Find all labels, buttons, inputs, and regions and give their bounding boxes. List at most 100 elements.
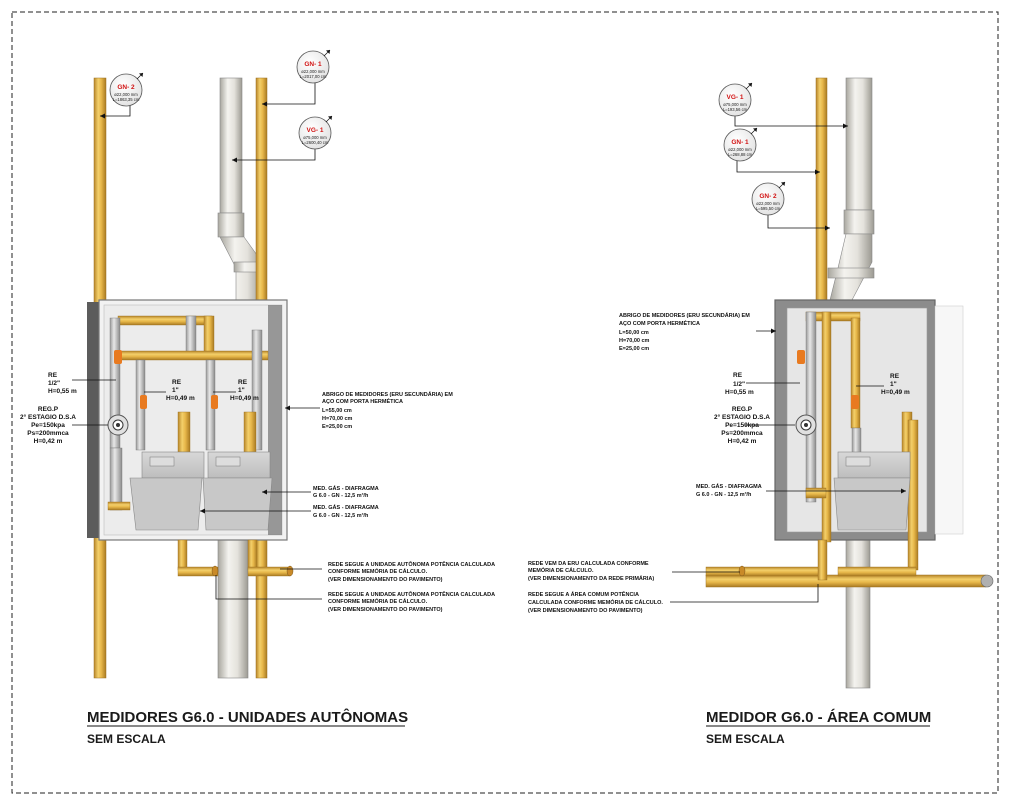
left-med1-l1: MED. GÁS - DIAFRAGMA <box>313 485 379 492</box>
left-re-mid-l3: H=0,49 m <box>166 395 195 402</box>
left-tag-vg1: VG- 1 ø75,000 mm L=2600,40 cm <box>298 115 333 150</box>
right-note-rede-segue: REDE SEGUE A ÁREA COMUM POTÊNCIA CALCULA… <box>528 590 663 614</box>
left-tag-gn2-code: GN- 2 <box>117 84 135 91</box>
left-re-mid-l2: 1" <box>172 387 179 394</box>
left-rede1-l3: (VER DIMENSIONAMENTO DO PAVIMENTO) <box>328 577 443 583</box>
left-re-mid-l1: RE <box>172 379 182 386</box>
left-note-med1: MED. GÁS - DIAFRAGMA G 6.0 - GN - 12,5 m… <box>313 485 379 499</box>
right-note-regp: REG.P 2° ESTAGIO D.S.A Pe=150kpa Ps=200m… <box>714 406 770 445</box>
right-tag-vg1-len: L=193,56 cm <box>723 107 748 112</box>
right-note-abrigo: ABRIGO DE MEDIDORES (ERU SECUNDÁRIA) EM … <box>619 312 750 352</box>
left-tag-gn2: GN- 2 ø22,000 mm L=1863,35 cm <box>109 72 144 107</box>
right-tag-gn2-diam: ø22,000 mm <box>756 201 780 206</box>
right-main-piping <box>705 539 994 588</box>
right-tag-vg1-code: VG- 1 <box>727 94 744 101</box>
right-rede-vem-l3: (VER DIMENSIONAMENTO DA REDE PRIMÁRIA) <box>528 575 654 582</box>
left-abrigo-l1: ABRIGO DE MEDIDORES (ERU SECUNDÁRIA) EM <box>322 391 453 398</box>
left-regp-l5: H=0,42 m <box>34 438 63 445</box>
left-rede1-l1: REDE SEGUE A UNIDADE AUTÔNOMA POTÊNCIA C… <box>328 560 495 568</box>
left-tag-gn1: GN- 1 ø22,000 mm L=2017,00 cm <box>296 49 331 84</box>
right-regp-l4: Ps=200mmca <box>721 430 763 437</box>
left-note-re-right: RE 1" H=0,49 m <box>230 379 259 402</box>
right-regp-l1: REG.P <box>732 406 753 413</box>
left-scale: SEM ESCALA <box>87 732 166 746</box>
left-regp-l4: Ps=200mmca <box>27 430 69 437</box>
right-note-re-half: RE 1/2" H=0,55 m <box>725 372 754 396</box>
right-tag-gn1-code: GN- 1 <box>731 139 749 146</box>
left-note-abrigo: ABRIGO DE MEDIDORES (ERU SECUNDÁRIA) EM … <box>322 391 453 430</box>
left-vent-pipe <box>217 77 265 679</box>
right-tag-gn1: GN- 1 ø22,000 mm L=268,88 cm <box>723 127 758 162</box>
left-tag-gn2-diam: ø22,000 mm <box>114 92 138 97</box>
left-abrigo-l4: H=70,00 cm <box>322 416 353 422</box>
left-abrigo-l2: AÇO COM PORTA HERMÉTICA <box>322 397 403 405</box>
right-re-right-l2: 1" <box>890 381 897 388</box>
right-note-re-right: RE 1" H=0,49 m <box>881 373 910 396</box>
left-note-re-half: RE 1/2" H=0,55 m <box>48 372 77 395</box>
left-outlet-piping <box>177 539 294 577</box>
right-note-med: MED. GÁS - DIAFRAGMA G 6.0 - GN - 12,5 m… <box>696 483 762 498</box>
right-leaders <box>670 113 906 603</box>
right-med-l2: G 6.0 - GN - 12,5 m³/h <box>696 491 752 498</box>
right-tag-gn2: GN- 2 ø22,000 mm L=595,50 cm <box>751 181 786 216</box>
right-scale: SEM ESCALA <box>706 732 785 746</box>
left-internal-piping <box>107 315 269 511</box>
left-note-rede2: REDE SEGUE A UNIDADE AUTÔNOMA POTÊNCIA C… <box>328 590 495 613</box>
left-med2-l1: MED. GÁS - DIAFRAGMA <box>313 504 379 511</box>
left-leaders <box>72 83 322 600</box>
left-rede1-l2: CONFORME MEMÓRIA DE CÁLCULO. <box>328 567 428 575</box>
left-note-re-mid: RE 1" H=0,49 m <box>166 379 195 402</box>
left-arrowheads <box>100 101 290 514</box>
right-rede-vem-l2: MEMÓRIA DE CÁLCULO. <box>528 566 594 574</box>
right-re-half-l2: 1/2" <box>733 381 745 388</box>
right-rede-segue-l3: (VER DIMENSIONAMENTO DO PAVIMENTO) <box>528 608 643 614</box>
right-gas-riser <box>815 77 828 301</box>
sheet-border <box>11 11 999 794</box>
left-tag-vg1-code: VG- 1 <box>307 127 324 134</box>
right-regp-l5: H=0,42 m <box>728 438 757 445</box>
right-tag-gn2-len: L=595,50 cm <box>756 206 781 211</box>
left-re-right-l2: 1" <box>238 387 245 394</box>
left-re-half-l2: 1/2" <box>48 380 60 387</box>
left-abrigo-l5: E=25,00 cm <box>322 424 352 430</box>
right-re-right-l3: H=0,49 m <box>881 389 910 396</box>
right-rede-segue-l1: REDE SEGUE A ÁREA COMUM POTÊNCIA <box>528 590 639 598</box>
right-abrigo-l2: AÇO COM PORTA HERMÉTICA <box>619 319 700 327</box>
right-detail: VG- 1 ø75,000 mm L=193,56 cm GN- 1 ø22,0… <box>528 77 994 746</box>
left-med1-l2: G 6.0 - GN - 12,5 m³/h <box>313 492 369 499</box>
left-gas-meter-1 <box>129 451 205 531</box>
right-re-half-l3: H=0,55 m <box>725 389 754 396</box>
right-abrigo-l3: L=50,00 cm <box>619 330 649 336</box>
left-tag-gn1-diam: ø22,000 mm <box>301 69 325 74</box>
left-rede2-l2: CONFORME MEMÓRIA DE CÁLCULO. <box>328 597 428 605</box>
right-arrowheads <box>771 123 906 494</box>
left-re-right-l3: H=0,49 m <box>230 395 259 402</box>
left-abrigo-l3: L=55,00 cm <box>322 408 352 414</box>
right-tag-gn1-diam: ø22,000 mm <box>728 147 752 152</box>
right-regp-l3: Pe=150kpa <box>725 422 759 429</box>
left-tag-gn2-len: L=1863,35 cm <box>113 97 140 102</box>
right-med-l1: MED. GÁS - DIAFRAGMA <box>696 483 762 490</box>
left-rede2-l1: REDE SEGUE A UNIDADE AUTÔNOMA POTÊNCIA C… <box>328 590 495 598</box>
right-tag-vg1-diam: ø75,000 mm <box>723 102 747 107</box>
left-note-med2: MED. GÁS - DIAFRAGMA G 6.0 - GN - 12,5 m… <box>313 504 379 519</box>
right-tag-gn1-len: L=268,88 cm <box>728 152 753 157</box>
right-rede-segue-l2: CALCULADA CONFORME MEMÓRIA DE CÁLCULO. <box>528 598 663 606</box>
right-note-rede-vem: REDE VEM DA ERU CALCULADA CONFORME MEMÓR… <box>528 561 654 582</box>
left-detail: GN- 2 ø22,000 mm L=1863,35 cm GN- 1 ø22,… <box>20 49 495 746</box>
left-note-regp: REG.P 2° ESTAGIO D.S.A Pe=150kpa Ps=200m… <box>20 406 76 445</box>
right-title: MEDIDOR G6.0 - ÁREA COMUM <box>706 709 931 726</box>
left-title: MEDIDORES G6.0 - UNIDADES AUTÔNOMAS <box>87 708 408 726</box>
left-tag-gn1-code: GN- 1 <box>304 61 322 68</box>
left-re-half-l3: H=0,55 m <box>48 388 77 395</box>
right-tag-gn2-code: GN- 2 <box>759 193 777 200</box>
right-regp-l2: 2° ESTAGIO D.S.A <box>714 413 770 421</box>
left-regp-l1: REG.P <box>38 406 59 413</box>
left-re-half-l1: RE <box>48 372 58 379</box>
left-re-right-l1: RE <box>238 379 248 386</box>
right-rede-vem-l1: REDE VEM DA ERU CALCULADA CONFORME <box>528 561 649 567</box>
right-re-right-l1: RE <box>890 373 900 380</box>
left-note-rede1: REDE SEGUE A UNIDADE AUTÔNOMA POTÊNCIA C… <box>328 560 495 583</box>
left-regp-l2: 2° ESTAGIO D.S.A <box>20 413 76 421</box>
